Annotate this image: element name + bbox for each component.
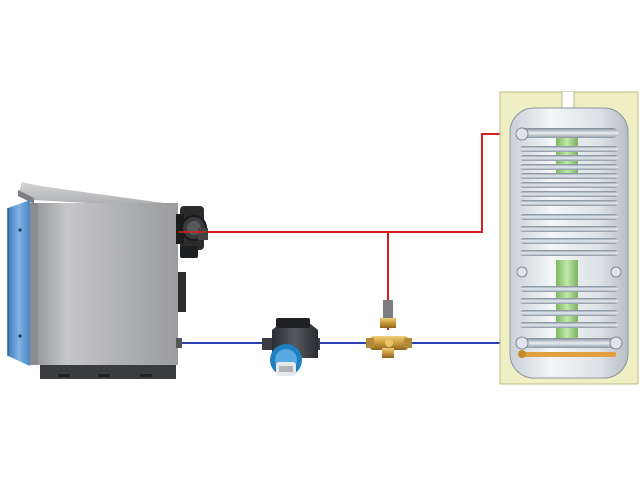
heating-element bbox=[518, 350, 616, 358]
boiler-icon bbox=[7, 182, 186, 379]
pump-icon bbox=[262, 318, 320, 376]
tank-coil-upper bbox=[520, 146, 618, 206]
tank-coil-middle bbox=[516, 214, 622, 278]
tank-coil-lower bbox=[515, 286, 623, 350]
valve-icon bbox=[366, 300, 412, 358]
burner-icon bbox=[176, 206, 208, 258]
supply-pipe bbox=[200, 133, 516, 330]
tank-icon bbox=[499, 91, 639, 385]
tank-coil-top bbox=[515, 127, 618, 141]
